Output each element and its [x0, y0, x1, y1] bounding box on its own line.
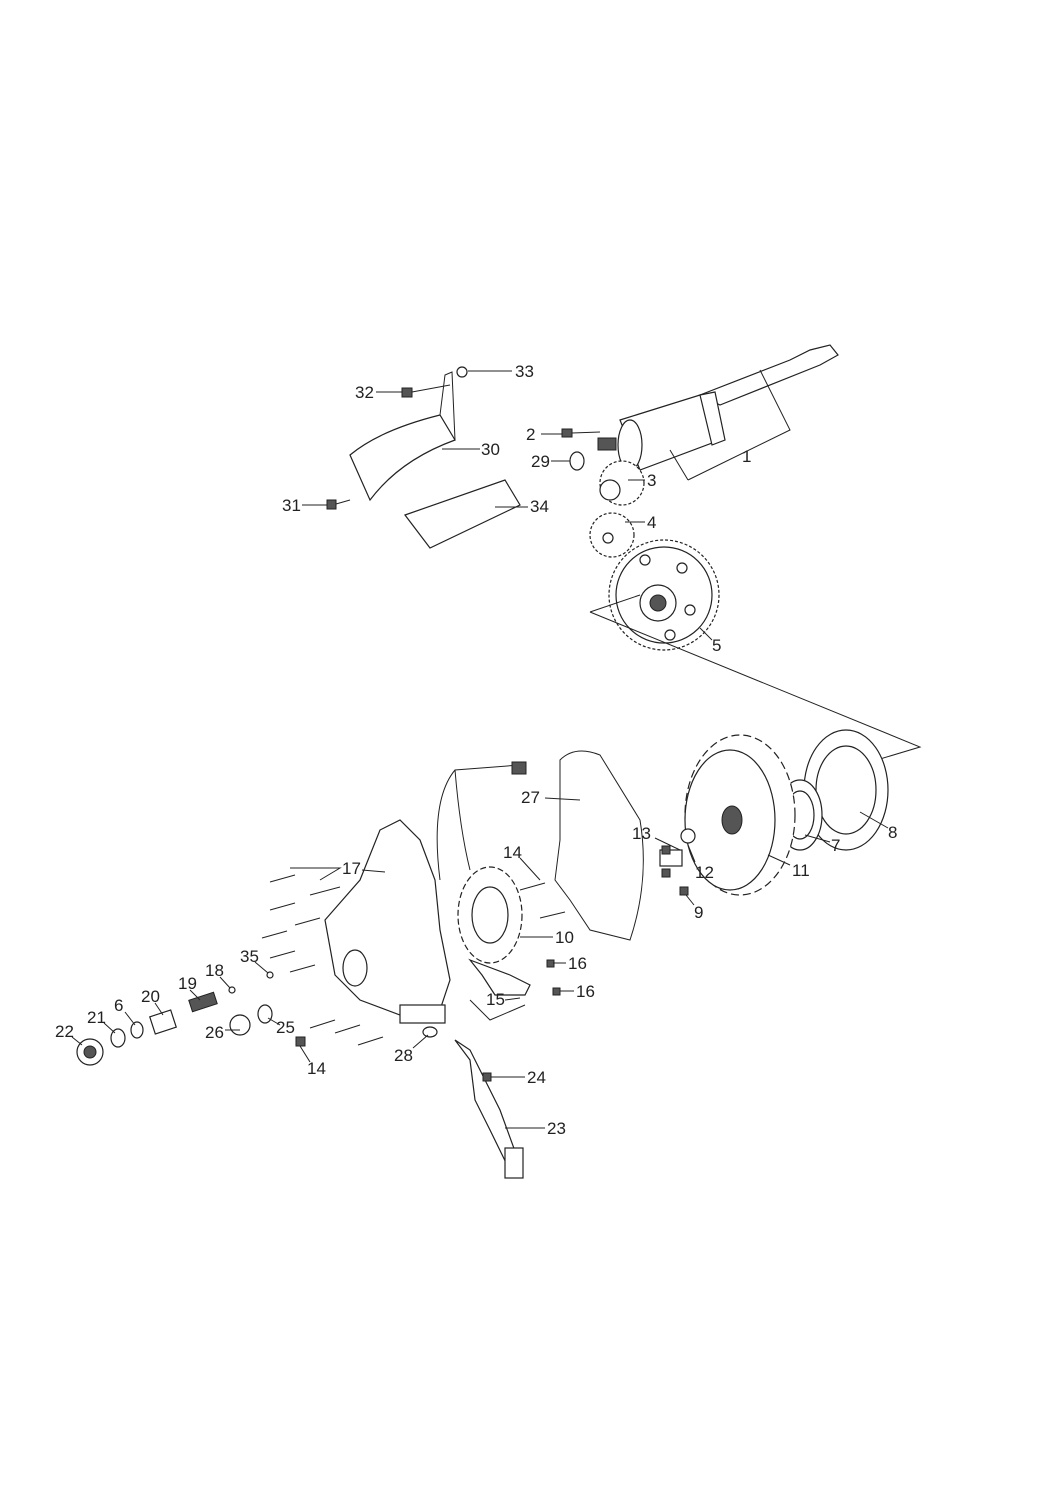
callout-19: 19: [178, 974, 197, 993]
callout-20: 20: [141, 987, 160, 1006]
leader-lines: [71, 369, 889, 1129]
callout-23: 23: [547, 1119, 566, 1138]
callout-32: 32: [355, 383, 374, 402]
callout-1: 1: [742, 447, 751, 466]
callout-labels: 33 32 30 1 2 29 3 31 34 4 5 8 7 27 13 14…: [55, 362, 897, 1138]
callout-9: 9: [694, 903, 703, 922]
callout-30: 30: [481, 440, 500, 459]
bolts: [261, 874, 566, 1082]
callout-11: 11: [792, 861, 810, 880]
callout-2: 2: [526, 425, 535, 444]
callout-17: 17: [342, 859, 361, 878]
callout-14-upper: 14: [503, 843, 522, 862]
callout-21: 21: [87, 1008, 106, 1027]
callout-29: 29: [531, 452, 550, 471]
callout-3: 3: [647, 471, 656, 490]
callout-4: 4: [647, 513, 656, 532]
callout-33: 33: [515, 362, 534, 381]
callout-10: 10: [555, 928, 574, 947]
callout-5: 5: [712, 636, 721, 655]
callout-13: 13: [632, 824, 651, 843]
reduction-gears: [589, 460, 720, 651]
callout-35: 35: [240, 947, 259, 966]
callout-26: 26: [205, 1023, 224, 1042]
callout-7: 7: [831, 836, 840, 855]
callout-16-upper: 16: [568, 954, 587, 973]
callout-22: 22: [55, 1022, 74, 1041]
stator-cover: [324, 819, 524, 1179]
starter-motor: [561, 344, 839, 471]
callout-8: 8: [888, 823, 897, 842]
starter-cover-bracket: [326, 366, 521, 549]
callout-34: 34: [530, 497, 549, 516]
callout-15: 15: [486, 990, 505, 1009]
callout-18: 18: [205, 961, 224, 980]
callout-16-lower: 16: [576, 982, 595, 1001]
callout-25: 25: [276, 1018, 295, 1037]
callout-31: 31: [282, 496, 301, 515]
cover-gasket: [554, 750, 644, 941]
callout-14-lower: 14: [307, 1059, 326, 1078]
callout-27: 27: [521, 788, 540, 807]
callout-6: 6: [114, 996, 123, 1015]
flywheel-assembly: [659, 729, 889, 896]
stator-and-wiring: [436, 761, 531, 996]
callout-28: 28: [394, 1046, 413, 1065]
callout-24: 24: [527, 1068, 546, 1087]
callout-12: 12: [695, 863, 714, 882]
